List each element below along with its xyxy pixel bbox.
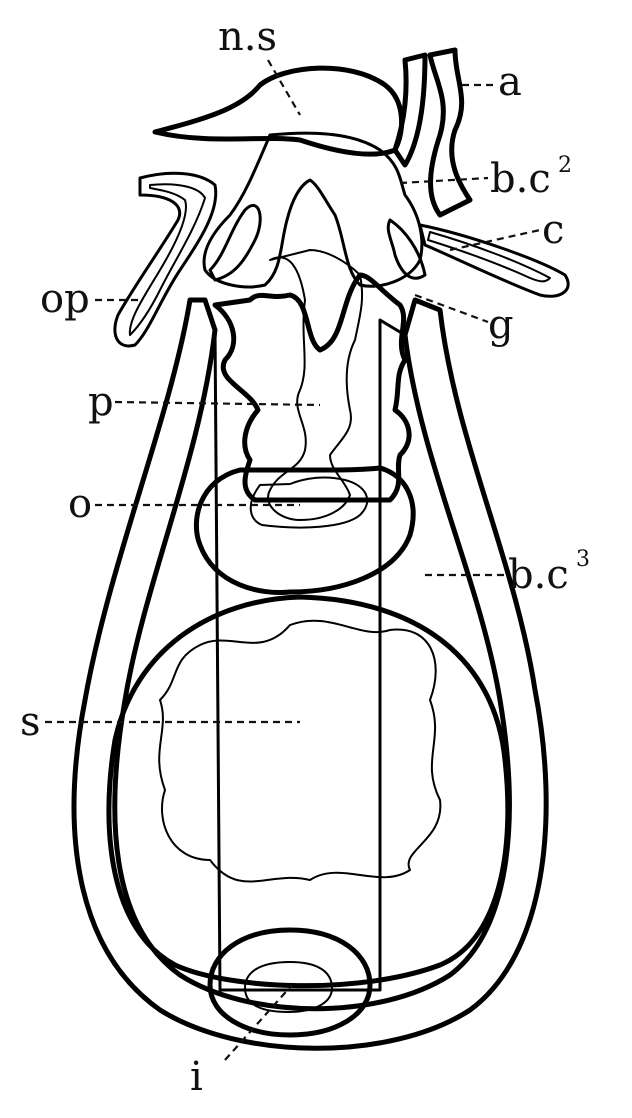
leader-ns [267,59,301,116]
stomach-lumen [158,619,442,883]
label-bc2: b.c [490,156,551,202]
leader-i [224,984,293,1061]
vessel-left-limb [392,52,428,168]
leader-g [414,293,489,324]
fold-right [386,218,427,280]
body-cavity-bc3 [113,318,511,1011]
vessel-a [427,47,473,218]
label-op: op [40,276,90,322]
leader-c [449,228,541,252]
label-i: i [190,1054,203,1100]
label-c: c [542,207,564,253]
label-g: g [488,302,514,348]
oesophagus-lumen [249,476,369,529]
label-bc2-superscript: 2 [558,153,572,178]
label-bc3: b.c [508,552,569,598]
label-p: p [88,379,114,425]
appendage-c-core [427,231,551,283]
appendage-op [113,171,218,348]
label-bc3-superscript: 3 [576,547,590,572]
head-tissue [202,131,424,289]
appendage-c [418,223,570,298]
label-o: o [68,481,92,527]
fold-left [208,203,262,282]
intestine-wall [207,927,373,1038]
pharynx-wall [212,272,412,503]
label-a: a [498,59,522,105]
oesophagus-wall [193,465,416,595]
pharynx-lumen [267,249,364,521]
appendage-op-core [128,183,206,336]
label-s: s [20,699,41,745]
leader-bc2 [399,176,489,185]
leader-p [114,400,321,407]
stomach-wall [106,594,511,989]
label-ns: n.s [218,14,277,60]
intestine-lumen [244,961,333,1013]
